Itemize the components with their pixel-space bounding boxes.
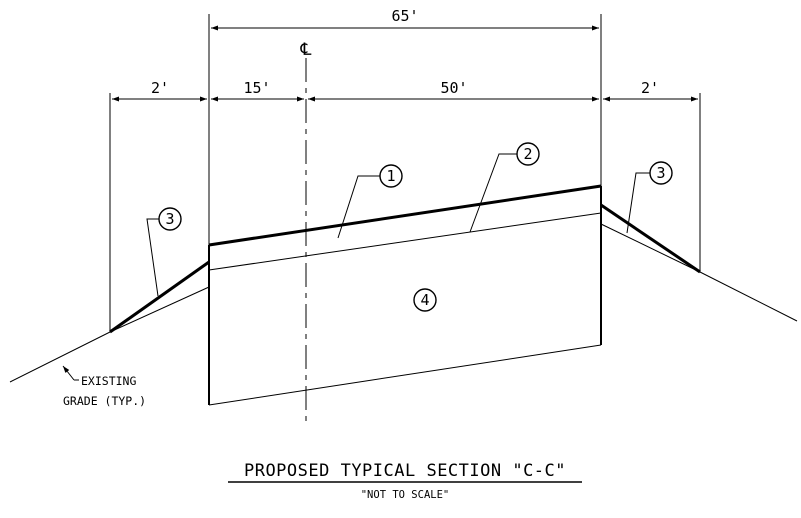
centerline-symbol: ℄ xyxy=(300,40,312,60)
base-layer-line xyxy=(208,212,602,271)
side-slopes xyxy=(109,203,701,334)
section-body xyxy=(208,184,602,406)
callout-2-leader xyxy=(469,153,517,233)
title-block: PROPOSED TYPICAL SECTION "C-C" "NOT TO S… xyxy=(228,461,582,501)
existing-grade-note-line1: EXISTING xyxy=(81,374,136,388)
callout-3-left-label: 3 xyxy=(165,210,174,228)
callout-1-leader xyxy=(337,175,380,239)
centerline: ℄ xyxy=(300,40,312,425)
callout-3-right-label: 3 xyxy=(656,164,665,182)
section-title: PROPOSED TYPICAL SECTION "C-C" xyxy=(244,461,566,481)
existing-grade-right xyxy=(600,223,798,322)
section-subtitle: "NOT TO SCALE" xyxy=(361,489,450,501)
subgrade-line xyxy=(208,344,602,406)
existing-grade xyxy=(9,223,798,383)
callout-balloon-4 xyxy=(413,288,437,312)
dim-left-segment-label: 15' xyxy=(243,79,270,97)
callout-1-label: 1 xyxy=(386,167,395,185)
extension-lines xyxy=(109,14,701,332)
right-slope xyxy=(600,203,701,274)
dim-left-shoulder-label: 2' xyxy=(151,79,169,97)
existing-grade-note-line2: GRADE (TYP.) xyxy=(63,394,146,408)
dim-right-segment-label: 50' xyxy=(440,79,467,97)
dim-overall-label: 65' xyxy=(391,7,418,25)
callout-3-right-leader xyxy=(626,172,650,234)
existing-grade-note: EXISTING GRADE (TYP.) xyxy=(62,365,146,408)
overall-dimension: 65' xyxy=(211,7,599,31)
dim-right-shoulder-label: 2' xyxy=(641,79,659,97)
callout-2-label: 2 xyxy=(523,145,532,163)
existing-grade-left xyxy=(9,286,210,383)
left-slope xyxy=(109,260,210,334)
callouts: 1 2 3 3 4 xyxy=(146,142,673,312)
segment-dimensions: 2' 15' 50' 2' xyxy=(112,79,698,102)
callout-4-label: 4 xyxy=(420,291,429,309)
callout-3-left-leader xyxy=(146,218,159,297)
proposed-surface xyxy=(208,184,602,247)
